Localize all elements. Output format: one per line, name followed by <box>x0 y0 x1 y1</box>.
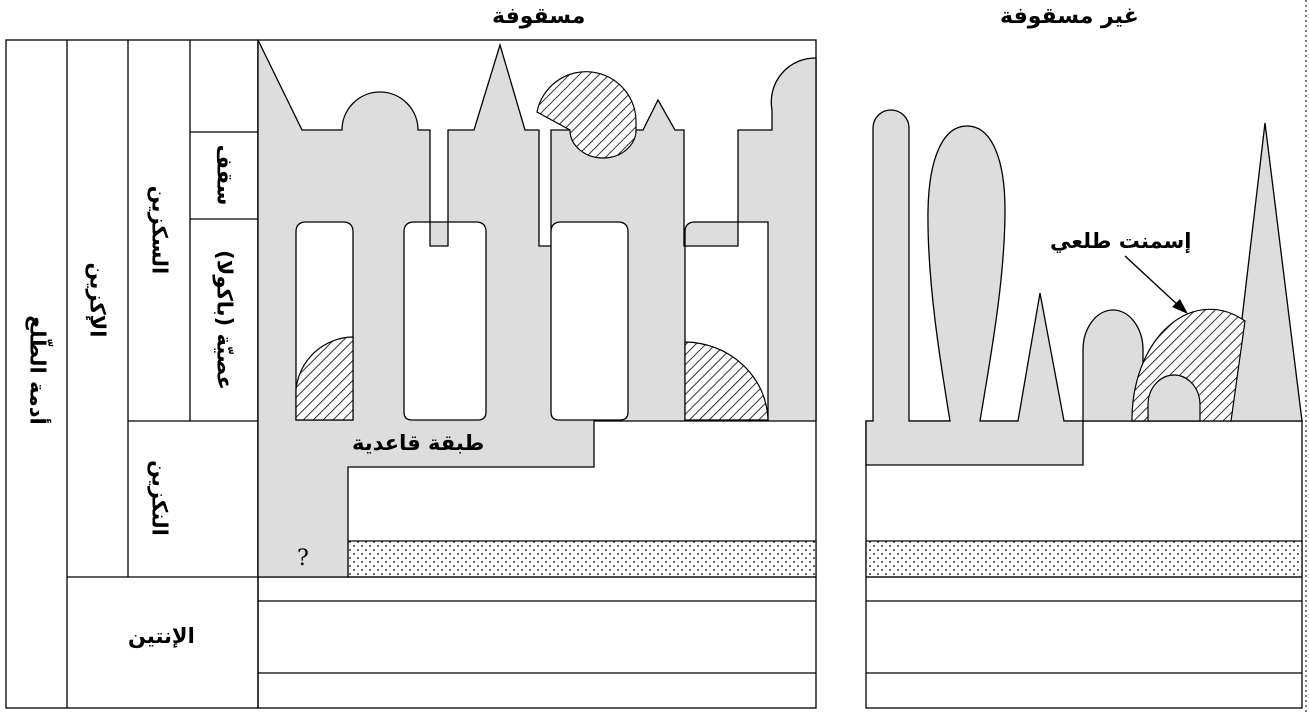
label-tectum: سقف <box>212 144 237 206</box>
label-pollen-cement: إسمنت طلعي <box>1050 229 1192 253</box>
label-unknown: ? <box>297 546 309 571</box>
label-nexine: النكزين <box>147 460 172 536</box>
label-intine: الإنتين <box>128 624 195 648</box>
label-foot-layer: طبقة قاعدية <box>352 431 485 455</box>
roofed-panel <box>257 39 817 709</box>
label-era: أدمة الطّلع <box>25 315 50 425</box>
unroofed-club-element <box>1082 309 1144 422</box>
label-exine: الإكزين <box>85 262 110 338</box>
label-columellae: عصيّة (باكولا) <box>212 250 237 390</box>
unroofed-dotted-layer <box>865 540 1303 578</box>
roofed-sexine-shape <box>257 39 817 578</box>
roofed-dotted-layer <box>347 540 817 578</box>
roofed-hatch-left <box>295 336 354 421</box>
label-sexine: السكزين <box>147 185 172 275</box>
unroofed-panel <box>865 109 1303 709</box>
roofed-hatch-right <box>684 341 769 421</box>
unroofed-sexine-shape <box>865 109 1084 466</box>
header-roofed: مسقوفة <box>492 4 586 29</box>
header-unroofed: غير مسقوفة <box>1000 4 1139 29</box>
cement-arrow <box>1124 255 1181 308</box>
unroofed-spine-right <box>1229 122 1303 422</box>
